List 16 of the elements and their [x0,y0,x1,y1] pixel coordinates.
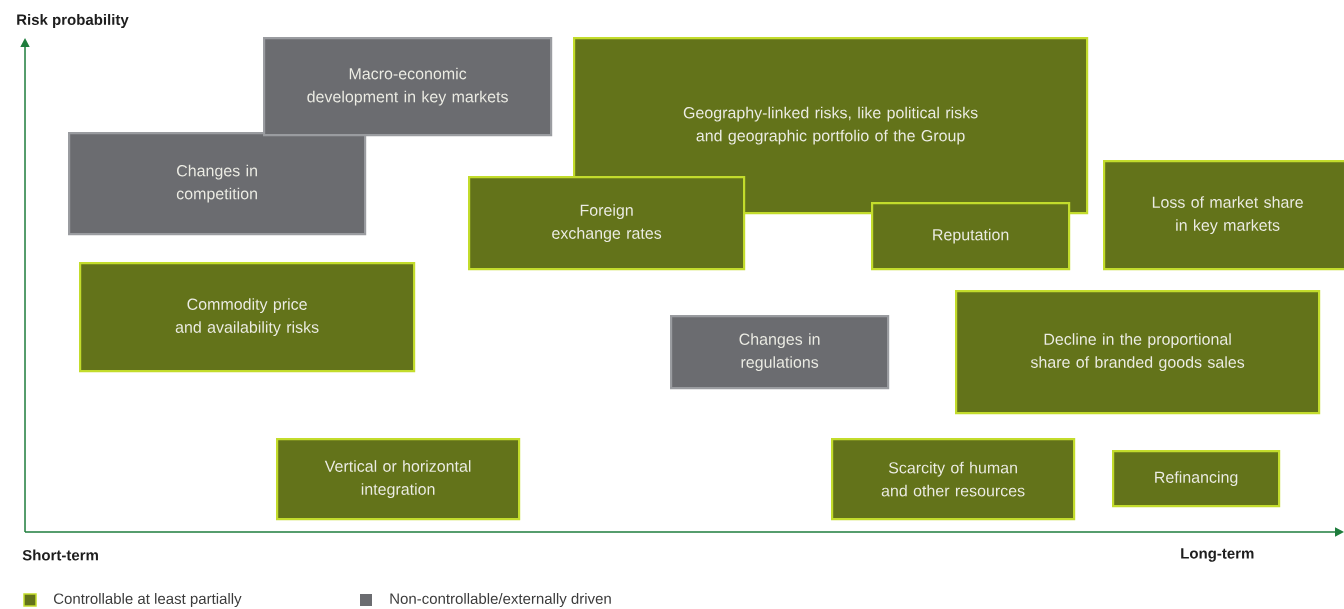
risk-box: Foreign exchange rates [468,176,746,271]
legend-label: Non-controllable/externally driven [390,593,611,607]
risk-box: Loss of market share in key markets [1103,160,1344,271]
risk-box: Reputation [871,202,1071,271]
risk-box: Macro-economic development in key markets [263,37,553,137]
risk-box: Changes in competition [68,132,367,236]
risk-box: Scarcity of human and other resources [831,438,1076,521]
risk-box: Commodity price and availability risks [79,262,416,373]
risk-box: Vertical or horizontal integration [276,438,521,521]
risk-box: Decline in the proportional share of branded goods sales [955,290,1321,415]
axis-label: Short-term [22,549,98,561]
risk-box: Refinancing [1112,450,1281,508]
axis-label: Long-term [1181,548,1254,562]
risk-box: Changes in regulations [670,315,890,390]
legend-label: Controllable at least partially [54,593,242,607]
axis-label: Risk probability [17,14,129,28]
